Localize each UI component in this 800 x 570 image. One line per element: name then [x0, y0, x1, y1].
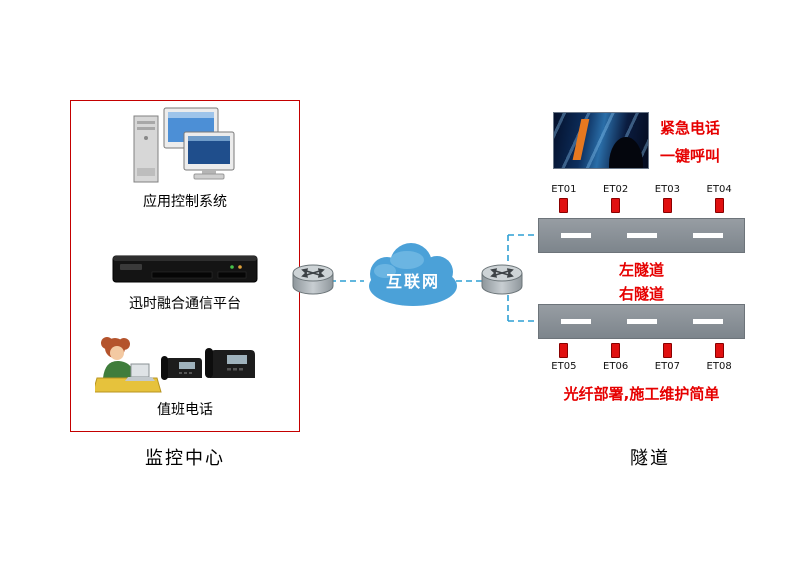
- right-tunnel-bar: [538, 304, 745, 339]
- photo-caption-line1: 紧急电话: [660, 119, 721, 137]
- lane-marking: [626, 233, 657, 238]
- et-label: ET06: [603, 361, 629, 372]
- operator-person-icon: [95, 337, 162, 393]
- emergency-phone-station: ET01: [551, 184, 576, 213]
- et-label: ET04: [706, 184, 732, 195]
- photo-caption-line2: 一键呼叫: [660, 147, 721, 165]
- emergency-phone-station: ET08: [707, 343, 732, 372]
- fiber-note: 光纤部署,施工维护简单: [563, 385, 720, 403]
- emergency-phone-station: ET02: [603, 184, 628, 213]
- emergency-phone-station: ET05: [551, 343, 576, 372]
- et-label: ET08: [706, 361, 732, 372]
- duty-phone-label: 值班电话: [157, 402, 213, 418]
- duty-phone-group: [95, 337, 255, 393]
- router-left-icon: [292, 264, 334, 295]
- emergency-phone-marker: [662, 343, 672, 358]
- app-system-label: 应用控制系统: [143, 194, 227, 210]
- emergency-phone-marker: [611, 198, 621, 213]
- monitoring-center-label: 监控中心: [145, 448, 225, 469]
- et-label: ET02: [603, 184, 629, 195]
- internet-cloud-icon: [369, 243, 457, 306]
- emergency-phone-station: ET06: [603, 343, 628, 372]
- et-label: ET05: [551, 361, 577, 372]
- lane-marking: [560, 233, 591, 238]
- router-right-icon: [481, 264, 523, 295]
- emergency-phone-marker: [662, 198, 672, 213]
- et-label: ET07: [654, 361, 680, 372]
- emergency-phone-marker: [714, 343, 724, 358]
- platform-label: 迅时融合通信平台: [129, 296, 241, 312]
- desk-phone-icon: [161, 356, 202, 380]
- emergency-call-photo: [553, 112, 649, 169]
- computer-workstation-icon: [133, 107, 235, 183]
- lane-marking: [692, 233, 723, 238]
- tunnel-section-label: 隧道: [630, 448, 670, 469]
- lane-marking: [692, 319, 723, 324]
- emergency-phone-station: ET07: [655, 343, 680, 372]
- right-tunnel-label: 右隧道: [618, 285, 664, 303]
- et-label: ET01: [551, 184, 577, 195]
- communication-gateway-icon: [112, 255, 258, 283]
- top-phone-row: ET01 ET02 ET03 ET04: [538, 184, 745, 213]
- et-label: ET03: [654, 184, 680, 195]
- emergency-phone-marker: [714, 198, 724, 213]
- lane-marking: [560, 319, 591, 324]
- internet-label: 互联网: [385, 272, 440, 291]
- emergency-phone-marker: [559, 343, 569, 358]
- emergency-phone-station: ET04: [707, 184, 732, 213]
- left-tunnel-label: 左隧道: [618, 261, 664, 279]
- computer-tower-icon: [133, 115, 159, 183]
- desk-phone-icon: [205, 348, 255, 378]
- bottom-phone-row: ET05 ET06 ET07 ET08: [538, 343, 745, 372]
- emergency-phone-station: ET03: [655, 184, 680, 213]
- emergency-phone-marker: [559, 198, 569, 213]
- left-tunnel-bar: [538, 218, 745, 253]
- monitor-icon: [183, 131, 235, 180]
- emergency-phone-marker: [611, 343, 621, 358]
- lane-marking: [626, 319, 657, 324]
